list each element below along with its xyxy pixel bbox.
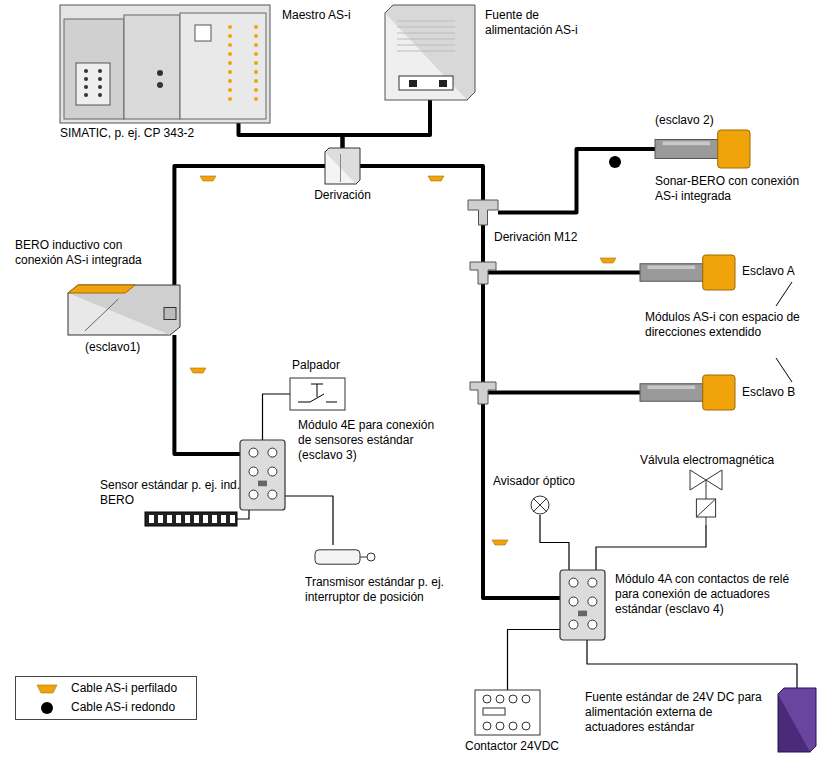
asi-sensor: Esclavo A (640, 255, 735, 290)
node-label: Derivación (300, 188, 385, 203)
signal-wire (285, 496, 333, 545)
node-label: Palpador (292, 358, 372, 373)
node-label: Esclavo B (742, 385, 817, 400)
inductive-sensor: BERO inductivo con conexión AS-i integra… (68, 285, 180, 335)
output-module: Módulo 4A con contactos de relé para con… (560, 570, 605, 640)
node-label: Esclavo A (742, 264, 817, 279)
plc-master: Maestro AS-iSIMATIC, p. ej. CP 343-2 (60, 5, 270, 123)
node-label: Avisador óptico (493, 474, 603, 489)
node-label: Transmisor estándar p. ej. interruptor d… (305, 575, 455, 605)
signal-lamp: Avisador óptico (530, 495, 550, 515)
node-label: BERO inductivo con conexión AS-i integra… (15, 238, 165, 268)
round-cable-marker (609, 156, 621, 168)
profile-cable-marker (190, 176, 616, 545)
asi-cable (483, 225, 640, 393)
branch-box: Derivación (325, 148, 360, 184)
m12-tee: Derivación M12 (468, 200, 498, 225)
leader-line (776, 282, 792, 382)
power-supply-24v: Fuente estándar de 24V DC para alimentac… (778, 688, 816, 752)
branch-box-icon (325, 148, 360, 184)
node-label: Fuente de alimentación AS-i (485, 8, 600, 38)
asi-power-supply-icon (385, 5, 475, 100)
power-supply-24v-icon (778, 688, 816, 752)
legend-swatch (36, 701, 58, 715)
node-label: Módulo 4E para conexión de sensores está… (298, 418, 448, 463)
node-label: (esclavo 2) (655, 113, 745, 128)
asi-cable (360, 166, 483, 200)
legend-row: Cable AS-i perfilado (16, 680, 196, 698)
plc-master-icon (60, 5, 270, 123)
legend-label: Cable AS-i redondo (71, 700, 175, 715)
inductive-sensor-icon (68, 285, 180, 335)
asi-sensor-icon (640, 375, 735, 410)
asi-power-supply: Fuente de alimentación AS-i (385, 5, 475, 100)
asi-cable (498, 149, 655, 213)
asi-cable (174, 335, 240, 454)
input-module: Módulo 4E para conexión de sensores está… (240, 440, 285, 510)
legend-box: Cable AS-i perfiladoCable AS-i redondo (15, 676, 197, 720)
node-label: Sensor estándar p. ej. ind. BERO (100, 478, 250, 508)
node-label: Maestro AS-i (282, 8, 392, 23)
node-label: Válvula electromagnética (640, 453, 805, 468)
signal-wire (540, 515, 569, 570)
node-label: Módulo 4A con contactos de relé para con… (615, 572, 815, 617)
position-switch-icon (315, 545, 375, 569)
node-sublabel: Sonar-BERO con conexión AS-i integrada (655, 174, 815, 204)
signal-wire (596, 525, 706, 570)
asi-cable (239, 123, 343, 148)
signal-wire (508, 630, 561, 691)
contactor-icon (475, 690, 540, 735)
standard-sensor: Sensor estándar p. ej. ind. BERO (145, 512, 237, 526)
signal-lamp-icon (530, 495, 550, 515)
push-button: Palpador (290, 378, 345, 410)
legend-swatch (36, 682, 58, 696)
asi-sensor-icon (640, 255, 735, 290)
signal-wire (237, 510, 249, 519)
output-module-icon (560, 570, 605, 640)
input-module-icon (240, 440, 285, 510)
position-switch: Transmisor estándar p. ej. interruptor d… (315, 545, 375, 569)
asi-cable (483, 225, 640, 273)
asi-sensor: Esclavo B (640, 375, 735, 410)
legend-row: Cable AS-i redondo (16, 699, 196, 717)
sonar-sensor: (esclavo 2)Sonar-BERO con conexión AS-i … (655, 130, 750, 168)
node-sublabel: SIMATIC, p. ej. CP 343-2 (60, 126, 260, 141)
node-label: Derivación M12 (494, 230, 604, 245)
signal-wire (587, 640, 797, 688)
legend-label: Cable AS-i perfilado (71, 681, 177, 696)
asi-cable (174, 166, 325, 285)
sonar-sensor-icon (655, 130, 750, 168)
solenoid-valve: Válvula electromagnética (690, 470, 722, 525)
m12-tee (470, 262, 496, 404)
node-label: Fuente estándar de 24V DC para alimentac… (585, 690, 770, 735)
solenoid-valve-icon (690, 470, 722, 525)
node-label: Contactor 24VDC (452, 739, 572, 754)
signal-wire (263, 394, 291, 440)
contactor: Contactor 24VDC (475, 690, 540, 735)
push-button-icon (290, 378, 345, 410)
m12-tee-icon (468, 200, 498, 225)
node-sublabel: (esclavo1) (85, 340, 165, 355)
standard-sensor-icon (145, 512, 237, 526)
asi-cable (343, 100, 431, 148)
annotation: Módulos AS-i con espacio de direcciones … (645, 310, 810, 340)
